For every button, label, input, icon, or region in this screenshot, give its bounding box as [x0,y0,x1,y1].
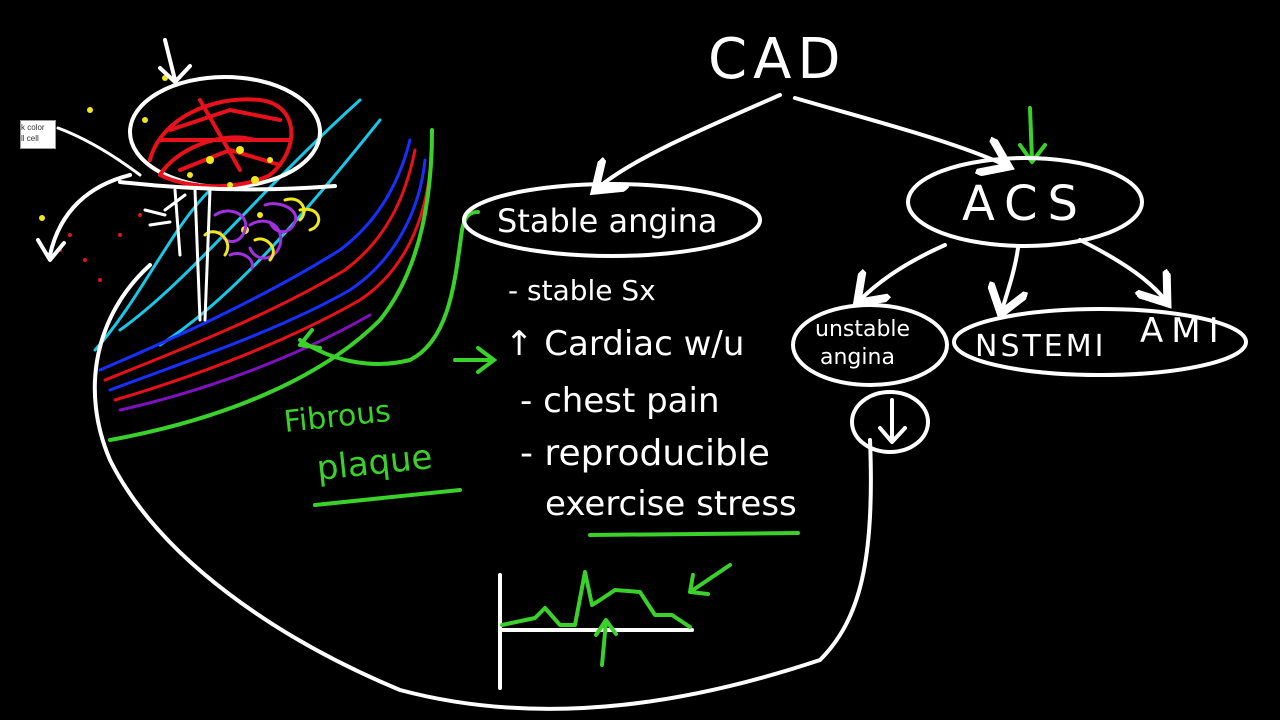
unstable-word: unstable [815,317,910,342]
stable-angina-label: Stable angina [497,202,718,240]
down-arrow-icon [878,398,907,444]
ecg-pointer-arrow-icon [688,563,732,596]
down-arrow-icon [158,38,192,84]
vessel-layer-red-1 [103,148,417,382]
vessel-layer-blue-2 [108,158,427,392]
unstable-angina-bubble [791,303,949,387]
branch-right [793,96,1005,165]
rupture-arrow-icon [36,173,132,262]
connector-loop [92,263,873,711]
branch-left [598,93,782,188]
cad-tree: CAD Stable angina ACS unstable angina NS… [462,27,1248,454]
ecg-axes [498,573,694,690]
list-item-5: exercise stress [545,484,797,524]
unstable-angina-label: unstable angina [815,317,917,370]
plaque-underline [313,488,462,507]
fibrous-plaque-label: Fibrous plaque [282,394,462,507]
tooltip-line-1: k color [21,123,45,132]
list-item-1: - stable Sx [508,274,656,307]
vessel-wall-green [108,128,434,442]
green-connector [298,210,480,366]
ecg-sketch [498,563,732,690]
green-acs-arrow [1018,106,1047,164]
tooltip-line-2: ll cell [21,134,39,143]
scatter-red [58,213,142,282]
stable-angina-bubble [462,182,762,258]
necrotic-core-red [148,97,294,189]
st-arrow-icon [594,618,618,667]
tooltip-pointer-line [56,126,142,177]
list-item-2: ↑ Cardiac w/u [505,324,744,364]
angina-word: angina [820,345,895,370]
vessel-layer-blue-1 [98,138,412,372]
vessel-layer-red-2 [113,168,432,402]
plaque-text: plaque [315,437,434,489]
plaque-stalk [163,188,212,322]
branch-nstemi [1002,246,1018,310]
rupture-arrow-2 [143,208,172,227]
down-circle [850,390,930,454]
fibrous-text: Fibrous [282,394,392,440]
branch-ami [1078,238,1165,300]
acs-label: ACS [962,176,1088,232]
exercise-underline [588,531,800,537]
list-item-4: - reproducible [520,433,770,474]
branch-unstable [860,243,947,300]
foam-cells-purple [213,202,298,270]
plaque-illustration [36,38,434,442]
nstemi-label: NSTEMI [975,329,1107,364]
green-arrowhead [298,328,322,350]
foam-cells-yellow [203,197,321,262]
pointer-arrow-icon [453,346,498,374]
ecg-trace [500,570,692,629]
tooltip-fragment: k color ll cell [20,120,56,149]
cap-line [118,180,337,192]
list-item-3: - chest pain [520,381,720,421]
cad-title: CAD [708,27,847,92]
ami-label: AMI [1140,311,1227,351]
stable-angina-list: - stable Sx ↑ Cardiac w/u - chest pain -… [453,274,800,537]
vessel-layer-purple [118,313,372,412]
nstemi-ami-bubble [952,307,1248,377]
acs-bubble [906,156,1144,248]
